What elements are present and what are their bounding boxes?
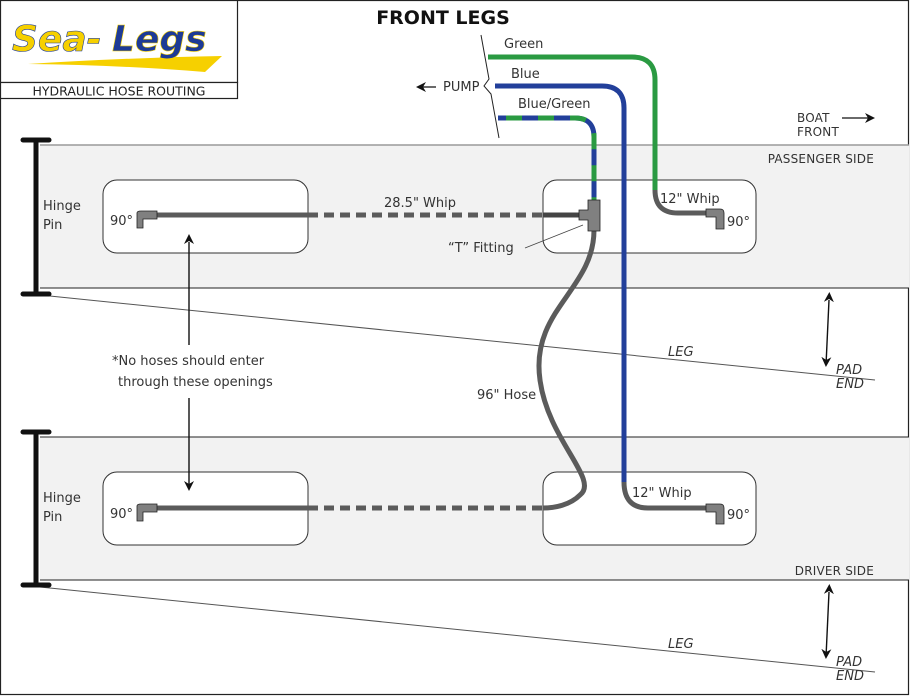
blue-hose-label: Blue	[511, 67, 540, 82]
logo-subtitle-box	[0, 81, 239, 100]
t-fitting-leader	[524, 224, 584, 249]
driver-12-whip-label: 12" Whip	[632, 486, 692, 501]
logo-text-sea: Sea-	[12, 19, 102, 60]
front-label: FRONT	[797, 125, 839, 139]
logo-subtitle: HYDRAULIC HOSE ROUTING	[33, 84, 206, 99]
driver-hinge-pin	[20, 429, 52, 588]
hose-96-label: 96" Hose	[477, 388, 536, 403]
pump-label: PUMP	[443, 80, 480, 95]
driver-leg-label: LEG	[668, 637, 694, 652]
pin-label: Pin	[43, 218, 62, 233]
passenger-leg-line	[39, 294, 876, 381]
green-hose-label: Green	[504, 37, 543, 52]
driver-12-whip	[621, 481, 712, 511]
hinge-label: Hinge	[43, 199, 81, 214]
boat-label: BOAT	[797, 111, 830, 125]
hinge-label: Hinge	[43, 491, 81, 506]
green-hose	[488, 54, 658, 190]
passenger-12-whip	[652, 189, 712, 216]
blue-green-hose-stripes	[498, 115, 597, 200]
passenger-hinge-pin	[20, 137, 52, 297]
elbow-fitting-icon	[136, 210, 158, 229]
blue-hose	[495, 83, 627, 482]
fitting-90-label: 90°	[727, 215, 750, 230]
openings-note-line2: through these openings	[118, 375, 273, 390]
elbow-fitting-icon	[705, 208, 725, 230]
fitting-90-label: 90°	[110, 507, 133, 522]
fitting-90-label: 90°	[110, 214, 133, 229]
elbow-fitting-icon	[705, 503, 725, 525]
passenger-leg-travel-arrow-icon	[821, 292, 834, 367]
t-fitting-icon	[578, 199, 601, 232]
driver-leg-travel-arrow-icon	[821, 584, 834, 659]
passenger-side-label: PASSENGER SIDE	[768, 152, 874, 166]
logo-text-legs: Legs	[112, 19, 207, 60]
t-fitting-label: “T” Fitting	[448, 241, 514, 256]
blue-green-hose-label: Blue/Green	[518, 97, 591, 112]
driver-pad-label: PAD	[836, 655, 862, 670]
openings-note-line1: *No hoses should enter	[112, 354, 265, 369]
pump-bracket	[480, 34, 500, 139]
passenger-leg-label: LEG	[668, 345, 694, 360]
logo-block: Sea- Legs HYDRAULIC HOSE ROUTING	[0, 0, 239, 100]
logo-swoosh	[28, 56, 222, 72]
page-title: FRONT LEGS	[376, 7, 510, 29]
passenger-12-whip-label: 12" Whip	[660, 192, 720, 207]
pin-label: Pin	[43, 510, 62, 525]
elbow-fitting-icon	[136, 503, 158, 522]
driver-leg-line	[39, 586, 876, 673]
driver-end-label: END	[836, 669, 864, 684]
passenger-pad-label: PAD	[836, 363, 862, 378]
whip-28-5-label: 28.5" Whip	[384, 196, 456, 211]
hose-96-inch	[536, 229, 597, 511]
driver-side-label: DRIVER SIDE	[795, 564, 874, 578]
passenger-end-label: END	[836, 377, 864, 392]
fitting-90-label: 90°	[727, 508, 750, 523]
